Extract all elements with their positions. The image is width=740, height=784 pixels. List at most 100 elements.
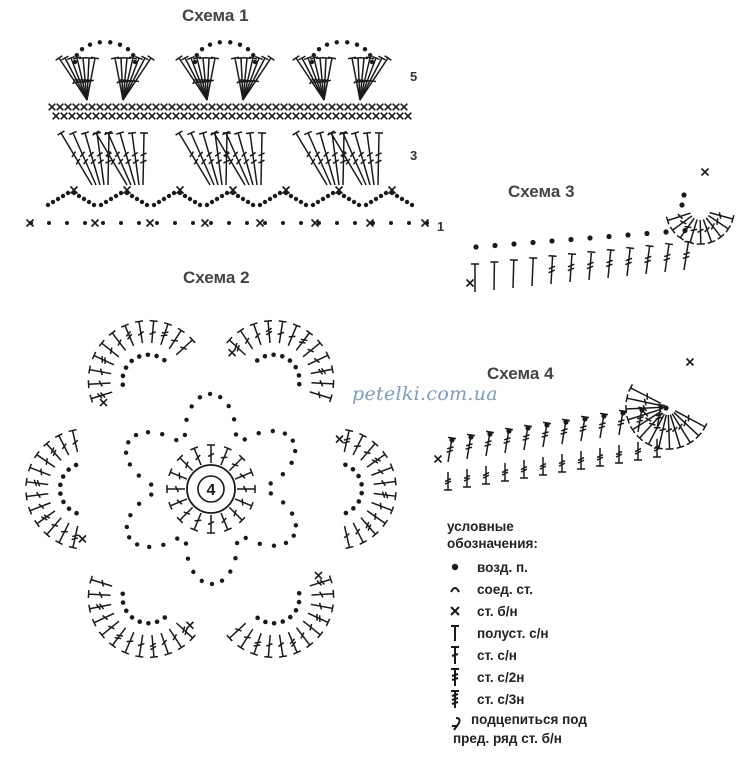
- legend-label: подцепиться под пред. ряд ст. б/н: [453, 710, 587, 748]
- stitch-mark: [373, 491, 397, 501]
- chain-dot: [309, 59, 315, 65]
- stitch-mark: [309, 56, 325, 101]
- legend-label: возд. п.: [477, 559, 528, 575]
- stitch-mark: [27, 502, 51, 515]
- chain-dot: [325, 193, 331, 199]
- chain-dot: [98, 202, 104, 208]
- chain-dot: [154, 619, 160, 625]
- chain-dot: [123, 608, 129, 614]
- chain-dot: [399, 196, 405, 202]
- single-crochet-mark: [192, 103, 200, 111]
- stitch-mark: [665, 414, 674, 450]
- chain-dot: [87, 42, 93, 47]
- chain-dot: [76, 193, 82, 199]
- stitch-mark: [360, 440, 379, 461]
- single-crochet-mark: [316, 112, 324, 120]
- stitch-mark: [98, 620, 120, 639]
- stitch-mark: [226, 336, 247, 356]
- stitch-mark: [86, 56, 100, 101]
- chain-dot: [182, 432, 188, 438]
- single-crochet-mark: [328, 103, 336, 111]
- chain-dot: [128, 512, 133, 518]
- single-crochet-mark: [296, 103, 304, 111]
- single-crochet-mark: [88, 103, 96, 111]
- chain-dot: [194, 52, 200, 58]
- chain-dot: [271, 352, 276, 358]
- single-crochet-mark: [220, 112, 228, 120]
- single-crochet-mark: [78, 534, 87, 543]
- stitch-mark: [108, 329, 127, 351]
- single-crochet-mark: [396, 112, 404, 120]
- stitch-mark: [25, 477, 49, 487]
- stitch-mark: [705, 217, 725, 240]
- single-crochet-mark: [304, 103, 312, 111]
- chain-dot: [663, 229, 669, 235]
- single-crochet-mark: [69, 185, 79, 195]
- legend-label: соед. ст.: [477, 581, 534, 597]
- chain-dot: [166, 193, 172, 199]
- single-crochet-mark: [68, 112, 76, 120]
- stitch-mark: [503, 427, 514, 454]
- legend-label: ст. с/3н: [477, 691, 525, 707]
- chain-dot: [139, 199, 145, 205]
- single-crochet-mark: [433, 454, 443, 464]
- stitch-mark: [707, 214, 732, 233]
- chain-dot: [137, 619, 143, 625]
- chain-dot: [199, 578, 204, 584]
- chain-dot: [287, 358, 293, 363]
- stitch-mark: [339, 132, 349, 186]
- chain-dot: [245, 221, 249, 225]
- single-crochet-mark: [128, 103, 136, 111]
- chain-dot: [136, 473, 142, 478]
- scheme-4-diagram: [433, 357, 708, 491]
- single-crochet-mark: [99, 398, 108, 407]
- single-crochet-mark: [272, 103, 280, 111]
- stitch-mark: [168, 628, 186, 651]
- single-crochet-mark: [80, 103, 88, 111]
- stitch-mark: [236, 327, 254, 350]
- chain-dot: [97, 40, 102, 45]
- triple-treble-icon: [451, 690, 459, 708]
- chain-dot: [334, 40, 339, 45]
- chain-dot: [145, 352, 151, 358]
- chain-dot: [214, 196, 220, 202]
- stitch-mark: [287, 323, 301, 347]
- single-crochet-mark: [180, 112, 188, 120]
- chain-dot: [356, 499, 362, 504]
- chain-dot: [127, 535, 132, 540]
- chain-dot: [530, 239, 536, 246]
- stitch-mark: [34, 510, 56, 528]
- scheme-2-diagram: 4: [25, 319, 397, 659]
- stitch-mark: [89, 391, 113, 403]
- stitch-mark: [636, 406, 647, 433]
- single-crochet-mark: [104, 103, 112, 111]
- stitch-mark: [87, 590, 111, 599]
- stitch-mark: [444, 472, 452, 491]
- stitch-mark: [207, 515, 215, 534]
- legend-item: подцепиться под пред. ряд ст. б/н: [447, 710, 737, 750]
- chain-dot: [268, 481, 273, 486]
- single-crochet-mark: [308, 112, 316, 120]
- chain-dot: [189, 404, 194, 409]
- single-crochet-mark: [372, 112, 380, 120]
- single-crochet-mark: [232, 103, 240, 111]
- stitch-mark: [55, 522, 70, 546]
- chain-dot: [341, 193, 347, 199]
- chain-dot: [359, 490, 364, 496]
- stitch-mark: [292, 130, 328, 186]
- single-crochet-mark: [420, 218, 430, 228]
- stitch-mark: [302, 620, 324, 639]
- legend-label-line-1: подцепиться под: [471, 712, 587, 727]
- chain-dot: [182, 193, 188, 199]
- stitch-mark: [579, 415, 590, 442]
- stitch-mark: [626, 408, 661, 424]
- chain-dot: [136, 354, 142, 359]
- single-crochet-mark: [264, 103, 272, 111]
- stitch-mark: [350, 131, 371, 186]
- single-crochet-mark: [384, 103, 392, 111]
- chain-dot: [351, 506, 356, 511]
- chain-dot: [199, 46, 205, 52]
- stitch-mark: [307, 612, 331, 627]
- chain-dot: [108, 40, 113, 45]
- chain-dot: [296, 590, 302, 596]
